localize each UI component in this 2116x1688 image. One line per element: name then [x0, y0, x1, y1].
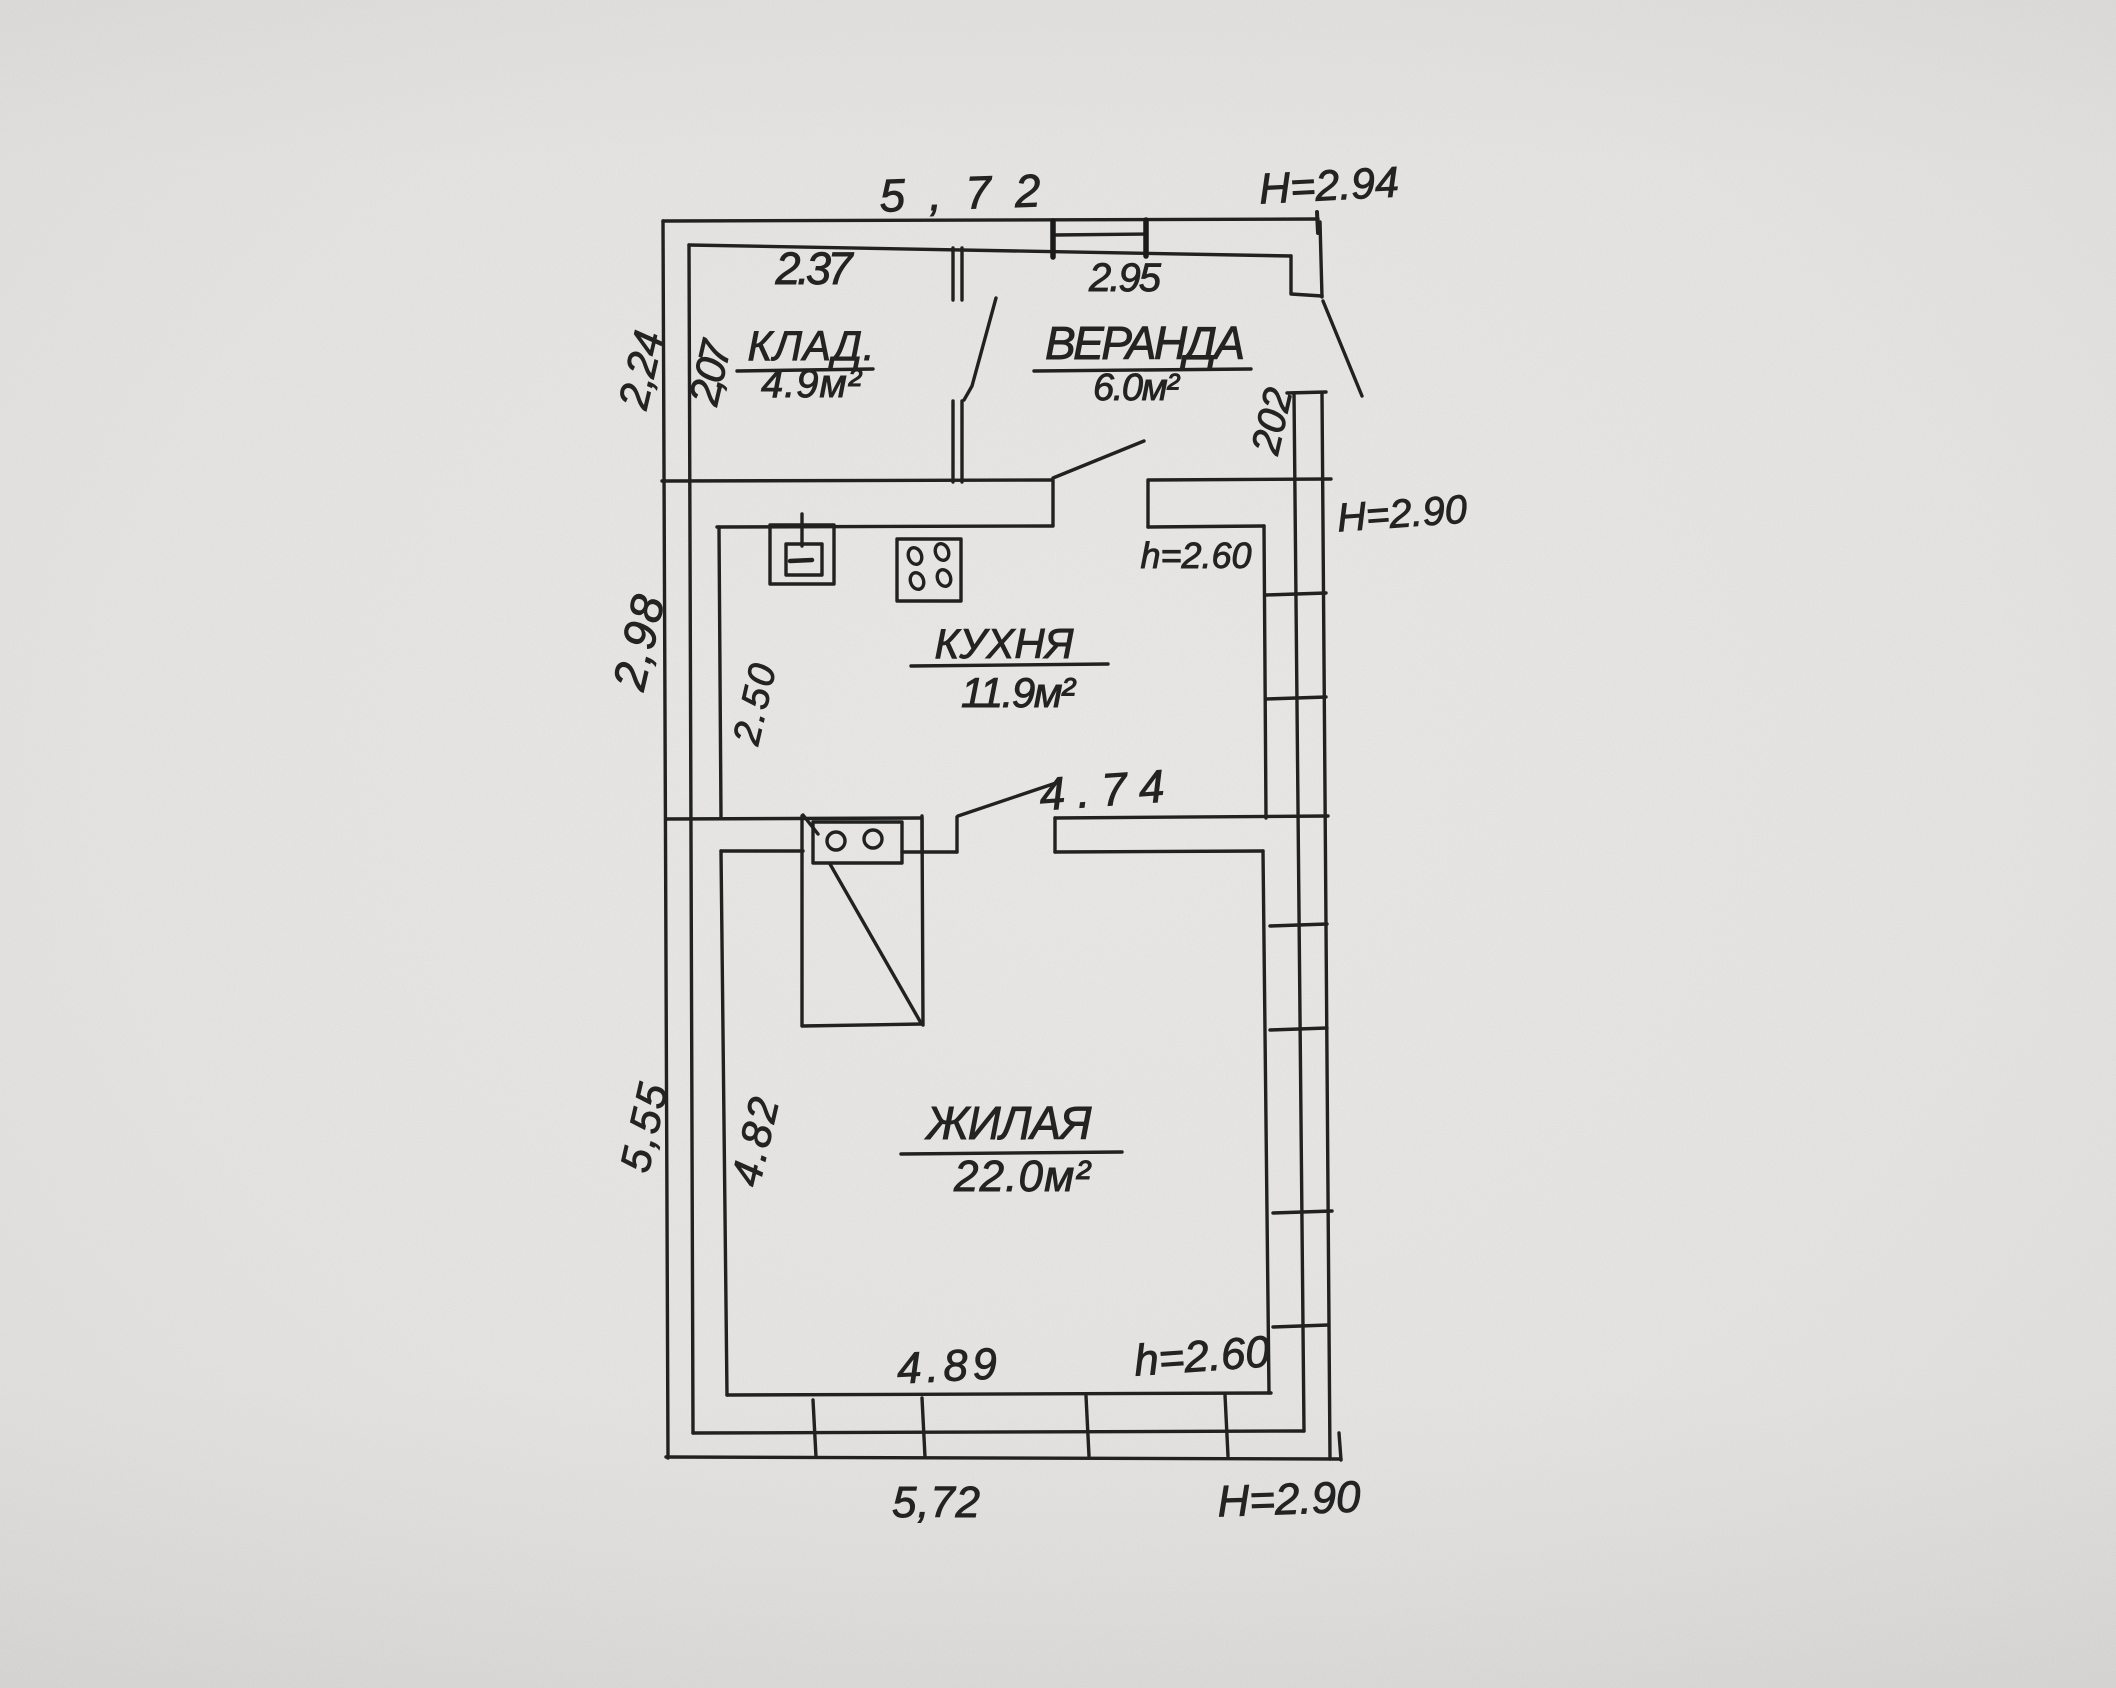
svg-text:ВЕРАНДА: ВЕРАНДА — [1045, 317, 1245, 369]
svg-text:Н=2.90: Н=2.90 — [1336, 488, 1469, 541]
svg-text:КУХНЯ: КУХНЯ — [935, 620, 1074, 667]
svg-text:КЛАД.: КЛАД. — [748, 322, 875, 369]
svg-text:4.74: 4.74 — [1038, 760, 1166, 821]
svg-text:2.95: 2.95 — [1088, 256, 1162, 300]
svg-text:22.0м²: 22.0м² — [953, 1152, 1091, 1201]
svg-text:11.9м²: 11.9м² — [961, 669, 1077, 716]
svg-text:5,72: 5,72 — [892, 1478, 980, 1527]
svg-text:2.50: 2.50 — [726, 660, 785, 749]
svg-text:h=2.60: h=2.60 — [1133, 1327, 1272, 1385]
svg-text:Н=2.94: Н=2.94 — [1258, 158, 1400, 213]
svg-text:4.89: 4.89 — [896, 1339, 998, 1393]
svg-text:Н=2.90: Н=2.90 — [1217, 1472, 1362, 1526]
svg-text:6.0м²: 6.0м² — [1093, 367, 1180, 409]
svg-text:4.9м²: 4.9м² — [761, 362, 863, 406]
svg-text:2.37: 2.37 — [775, 243, 855, 294]
svg-text:h=2.60: h=2.60 — [1140, 535, 1251, 576]
svg-text:ЖИЛАЯ: ЖИЛАЯ — [925, 1097, 1093, 1149]
